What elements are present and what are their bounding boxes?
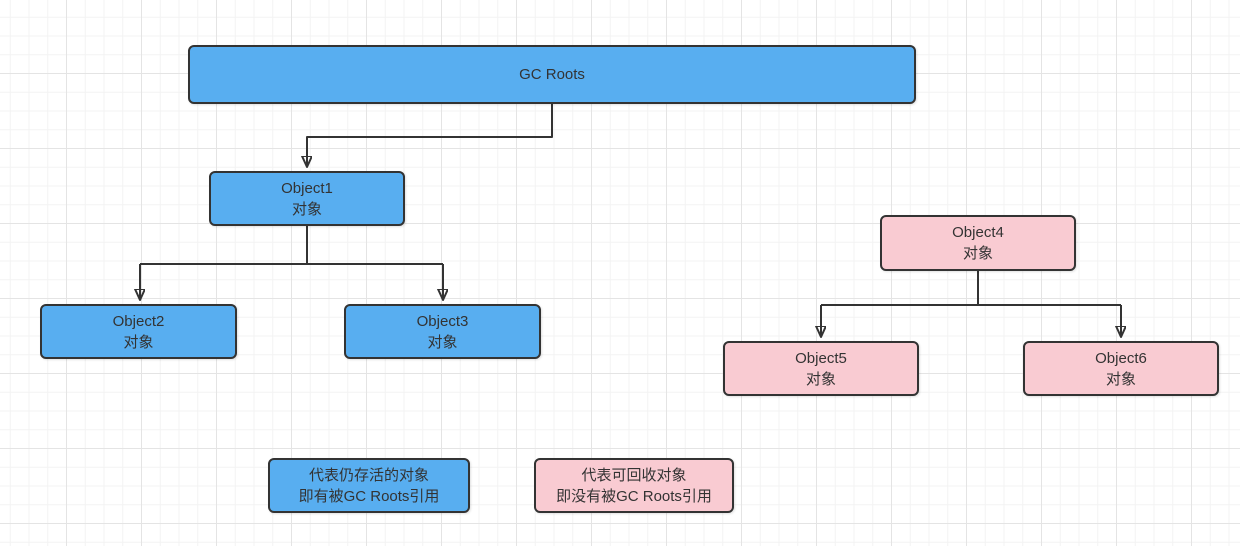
edge-gcroots-object1 — [307, 104, 553, 166]
node-object3-sublabel: 对象 — [427, 333, 458, 351]
node-object4-sublabel: 对象 — [962, 245, 993, 262]
node-object6-label: Object6 — [1095, 349, 1147, 367]
node-object2-label: Object2 — [112, 312, 165, 330]
node-object1-label: Object1 — [281, 179, 333, 197]
legend-recyclable-objects[interactable]: 代表可回收对象 即没有被GC Roots引用 — [534, 458, 734, 513]
node-object1-sublabel: 对象 — [291, 200, 322, 218]
node-object3[interactable]: Object3 对象 — [344, 304, 541, 359]
legend-recyclable-line1: 代表可回收对象 — [581, 466, 687, 484]
legend-alive-objects[interactable]: 代表仍存活的对象 即有被GC Roots引用 — [268, 458, 470, 513]
node-object2-sublabel: 对象 — [123, 333, 154, 351]
node-object6[interactable]: Object6 对象 — [1023, 341, 1219, 396]
node-object5-label: Object5 — [795, 349, 847, 367]
node-object4-label: Object4 — [952, 224, 1004, 241]
legend-recyclable-line2: 即没有被GC Roots引用 — [556, 487, 712, 505]
node-object6-sublabel: 对象 — [1105, 370, 1136, 388]
node-object5-sublabel: 对象 — [805, 370, 836, 388]
node-gc-roots[interactable]: GC Roots — [188, 45, 916, 104]
node-gc-roots-label: GC Roots — [519, 66, 585, 83]
legend-alive-line1: 代表仍存活的对象 — [308, 466, 429, 484]
node-object1[interactable]: Object1 对象 — [209, 171, 405, 226]
node-object5[interactable]: Object5 对象 — [723, 341, 919, 396]
node-object2[interactable]: Object2 对象 — [40, 304, 237, 359]
node-object4[interactable]: Object4 对象 — [880, 215, 1076, 271]
legend-alive-line2: 即有被GC Roots引用 — [298, 487, 440, 505]
node-object3-label: Object3 — [416, 312, 469, 330]
